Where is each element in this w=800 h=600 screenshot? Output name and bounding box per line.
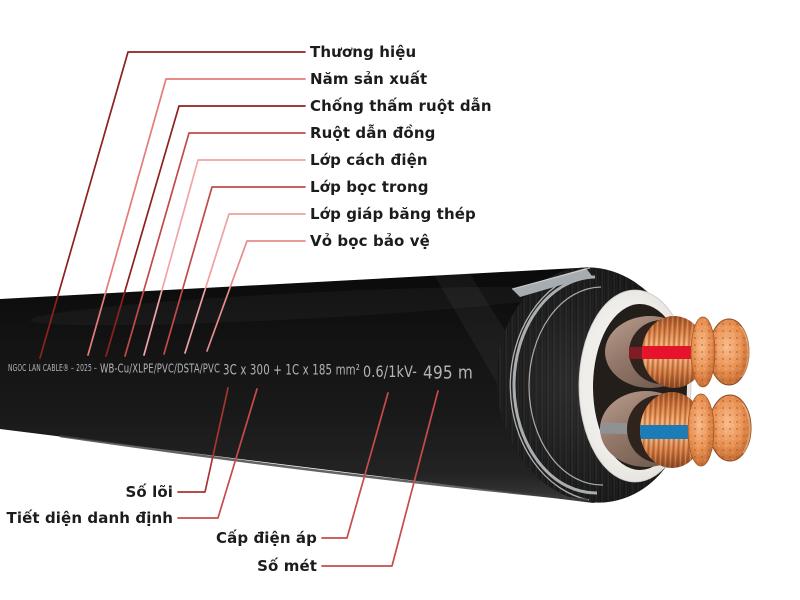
cable-marking: NGOC LAN CABLE® – 2025 – WB-Cu/XLPE/PVC/… bbox=[8, 361, 473, 384]
callout-line-armor bbox=[184, 213, 306, 354]
steel-tape-armor-arc bbox=[512, 275, 598, 495]
armor-top-wedge-highlight bbox=[511, 267, 591, 290]
front-core-bottom bbox=[598, 391, 715, 468]
sheath-cut-edge-highlight bbox=[509, 271, 590, 501]
callout-line-brand bbox=[39, 51, 306, 359]
armor-top-wedge bbox=[512, 268, 592, 297]
callout-line-outer-sheath bbox=[206, 240, 306, 352]
label-lop-giap-bang-thep: Lớp giáp băng thép bbox=[310, 205, 476, 223]
blue-phase-stripe bbox=[640, 425, 698, 439]
label-lop-boc-trong: Lớp bọc trong bbox=[310, 178, 429, 196]
label-so-loi: Số lõi bbox=[125, 483, 173, 501]
callout-line-insulation bbox=[143, 159, 306, 356]
callout-line-copper bbox=[124, 132, 306, 357]
red-stripe-dark-part bbox=[629, 347, 643, 359]
label-cap-dien-ap: Cấp điện áp bbox=[215, 529, 317, 547]
callout-line-voltage bbox=[321, 392, 389, 539]
label-vo-boc-bao-ve: Vỏ bọc bảo vệ bbox=[310, 232, 430, 250]
label-tiet-dien-danh-dinh: Tiết diện danh định bbox=[6, 509, 173, 527]
marking-meter: 495 m bbox=[423, 364, 473, 384]
marking-brand-year: NGOC LAN CABLE® – 2025 – bbox=[8, 363, 97, 374]
marking-voltage: 0.6/1kV- bbox=[363, 362, 417, 381]
label-ruot-dan-dong: Ruột dẫn đồng bbox=[310, 124, 436, 142]
label-nam-san-xuat: Năm sản xuất bbox=[310, 70, 428, 88]
callout-line-core-count bbox=[177, 387, 229, 493]
label-chong-tham-ruot-dan: Chống thấm ruột dẫn bbox=[310, 97, 492, 115]
label-so-met: Số mét bbox=[257, 557, 317, 575]
red-phase-stripe bbox=[642, 346, 698, 359]
marking-cores-section: 3C x 300 + 1C x 185 mm² bbox=[223, 363, 360, 379]
callout-line-cross-section bbox=[177, 388, 258, 519]
armor-inner-edge-arc bbox=[528, 286, 604, 486]
callout-line-year bbox=[87, 78, 306, 356]
callout-line-waterblock bbox=[105, 105, 306, 357]
label-thuong-hieu: Thương hiệu bbox=[310, 43, 417, 61]
callout-line-meter bbox=[321, 390, 439, 567]
front-core-top bbox=[605, 316, 716, 388]
marking-construction-code: WB-Cu/XLPE/PVC/DSTA/PVC bbox=[100, 361, 220, 376]
label-lop-cach-dien: Lớp cách điện bbox=[310, 151, 428, 169]
callout-lines bbox=[39, 51, 439, 567]
cable-bottom-rim-light bbox=[59, 434, 589, 502]
callout-line-inner-cover bbox=[163, 186, 306, 355]
rear-copper-conductor-bottom bbox=[708, 394, 752, 462]
